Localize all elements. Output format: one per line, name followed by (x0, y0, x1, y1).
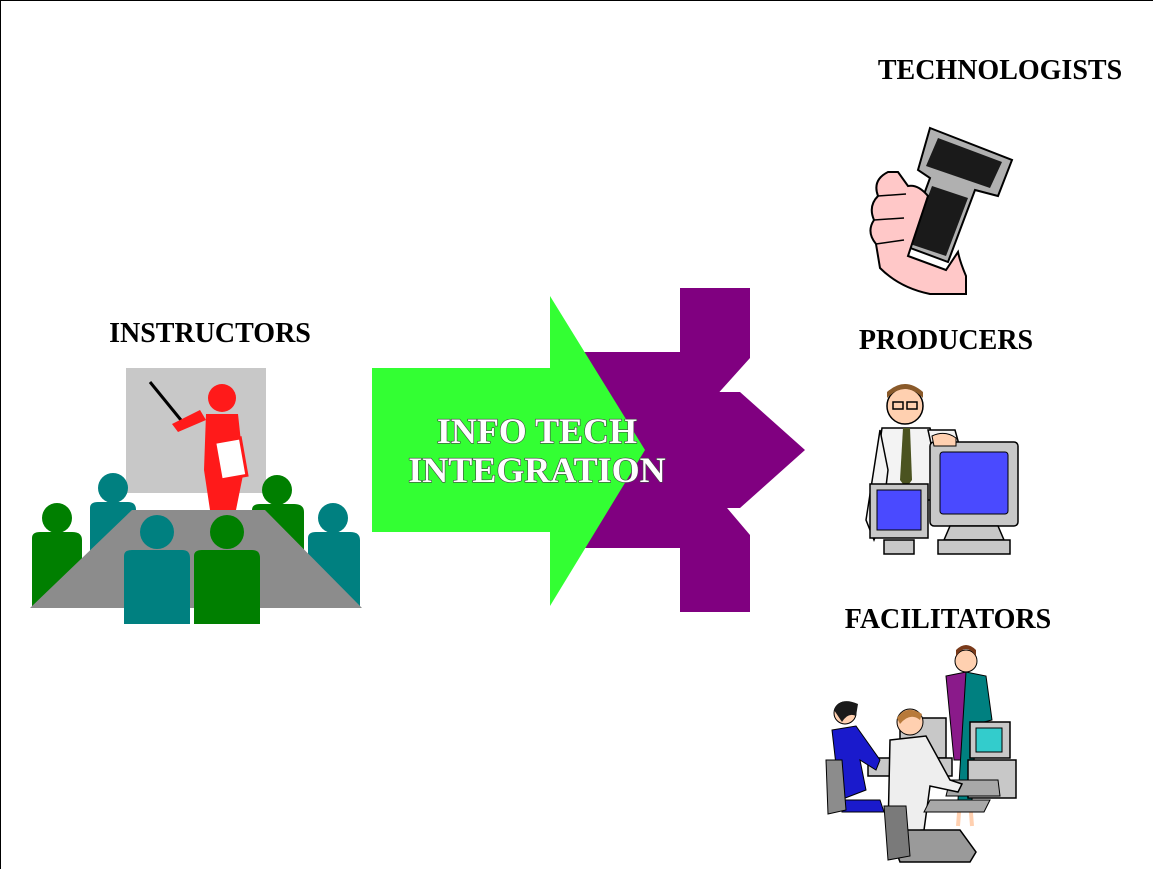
facilitators-workstation-icon (825, 645, 1017, 863)
technologists-label: TECHNOLOGISTS (877, 55, 1123, 86)
instructor-figure (172, 384, 249, 510)
pointer-stick (148, 381, 187, 426)
hand-shape (869, 171, 967, 295)
handheld-device-icon (869, 126, 1014, 295)
instructors-label: INSTRUCTORS (109, 318, 311, 349)
producers-label: PRODUCERS (858, 325, 1034, 356)
producer-computer-icon (865, 384, 1019, 555)
arrow-label-line1: INFO TECH (437, 411, 637, 451)
purple-branch-arrow (583, 288, 805, 612)
green-arrow (372, 296, 645, 606)
facilitators-label: FACILITATORS (844, 604, 1052, 635)
classroom-icon (30, 368, 362, 624)
integration-arrow: INFO TECH INTEGRATION (372, 288, 805, 612)
arrow-label-line2: INTEGRATION (408, 450, 665, 490)
